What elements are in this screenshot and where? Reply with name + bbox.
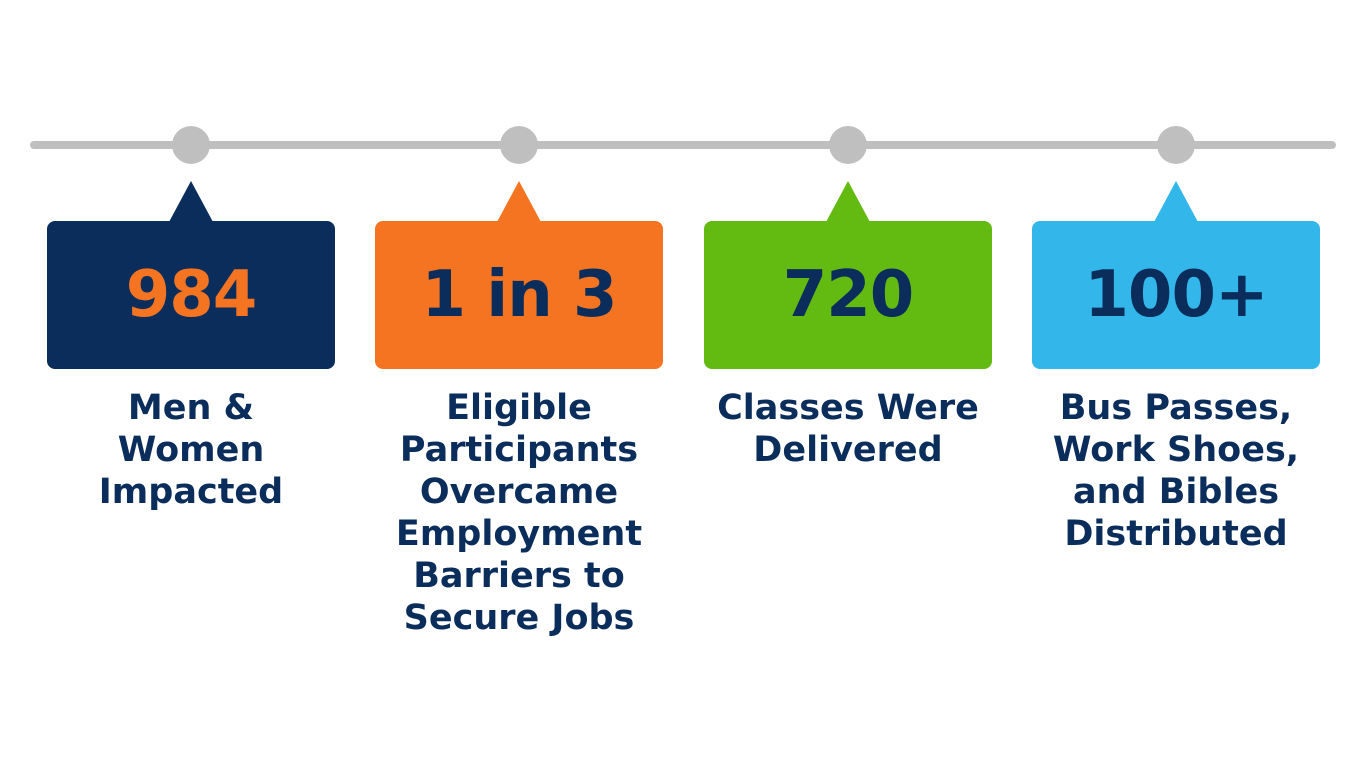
timeline-dot-1: [172, 126, 210, 164]
timeline-dot-4: [1157, 126, 1195, 164]
timeline-dot-3: [829, 126, 867, 164]
pointer-arrow: [1154, 181, 1198, 222]
pointer-arrow: [169, 181, 213, 222]
stat-value: 1 in 3: [421, 258, 617, 332]
stat-box: 720: [704, 181, 992, 369]
timeline-dot-2: [500, 126, 538, 164]
timeline-line: [30, 141, 1336, 149]
stat-value: 984: [125, 258, 258, 332]
pointer-arrow: [497, 181, 541, 222]
stat-value: 100+: [1084, 258, 1268, 332]
stat-box: 984: [47, 181, 335, 369]
stat-box: 1 in 3: [375, 181, 663, 369]
stat-value: 720: [782, 258, 915, 332]
stat-box: 100+: [1032, 181, 1320, 369]
pointer-arrow: [826, 181, 870, 222]
